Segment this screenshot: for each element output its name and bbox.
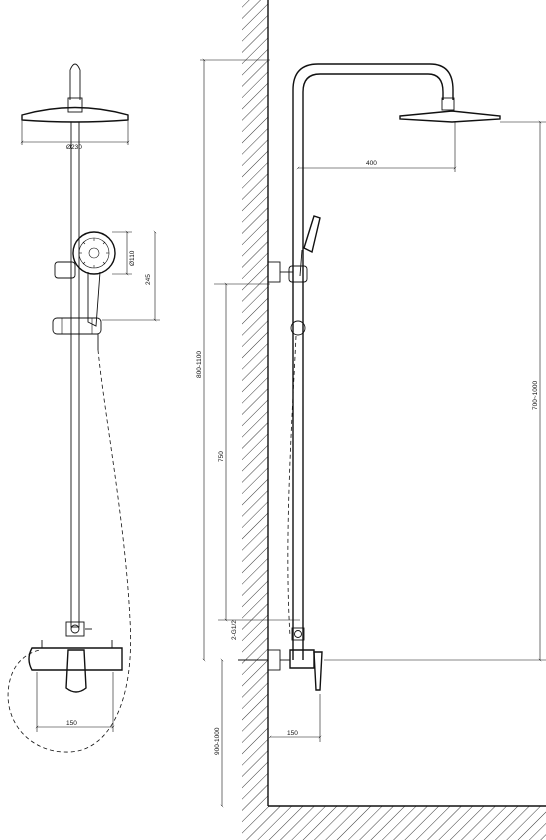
front-hose	[7, 349, 132, 753]
front-top-arm	[69, 63, 81, 100]
side-rail-arm	[292, 63, 454, 660]
front-rain-head	[21, 106, 129, 123]
front-head-neck	[67, 97, 83, 113]
dim-floor-height: 900-1000	[214, 727, 221, 755]
dim-mixer-depth: 150	[287, 730, 298, 737]
front-holder-bracket	[54, 261, 76, 279]
dim-hand-height: 245	[145, 274, 152, 285]
side-slider	[290, 320, 306, 336]
side-wall-bracket	[267, 261, 281, 283]
dim-outlet-height: 750	[218, 451, 225, 462]
side-hand-shower	[303, 215, 321, 254]
dim-overall-range: 700~1000	[532, 381, 539, 410]
wall-hatch	[242, 0, 268, 806]
side-hose	[287, 335, 297, 637]
floor-hatch	[242, 806, 546, 840]
dim-head-diameter: Ø230	[66, 144, 82, 151]
front-rail	[70, 121, 80, 628]
dim-arm-reach: 400	[366, 160, 377, 167]
dim-mixer-width: 150	[66, 720, 77, 727]
front-mixer	[28, 621, 123, 693]
front-hand-shower	[72, 231, 116, 327]
dim-hand-diameter: Ø110	[129, 250, 136, 266]
dim-inlet-thread: 2-G1/2	[231, 620, 238, 640]
side-rain-head	[399, 110, 501, 123]
dim-rail-range: 800-1100	[196, 351, 203, 378]
side-view: 400 800-1100 750 2-G1	[196, 0, 546, 840]
front-view: Ø230 Ø110 245	[7, 63, 160, 753]
side-mixer	[238, 627, 323, 691]
front-slider	[52, 317, 102, 335]
